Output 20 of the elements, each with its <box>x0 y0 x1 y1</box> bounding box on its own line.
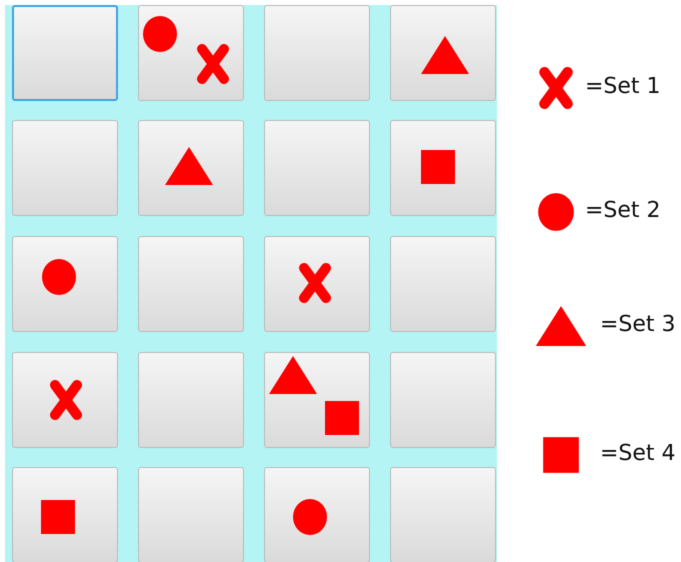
grid-cell <box>138 352 244 448</box>
legend-label: =Set 2 <box>585 198 661 223</box>
grid-cell <box>390 467 496 562</box>
grid-cell <box>264 236 370 332</box>
grid-cell <box>390 352 496 448</box>
grid-cell <box>12 352 118 448</box>
grid-cell <box>138 120 244 216</box>
grid-cell <box>12 236 118 332</box>
grid-cell <box>264 5 370 101</box>
grid-cell <box>138 236 244 332</box>
grid-cell <box>264 120 370 216</box>
grid-cell <box>138 467 244 562</box>
grid-cell <box>390 5 496 101</box>
selected-grid-cell <box>12 5 118 101</box>
legend-label: =Set 1 <box>585 74 661 99</box>
legend-label: =Set 4 <box>600 441 676 466</box>
legend-label: =Set 3 <box>600 312 676 337</box>
grid-cell <box>12 120 118 216</box>
grid-cell <box>390 236 496 332</box>
grid-cell <box>264 467 370 562</box>
